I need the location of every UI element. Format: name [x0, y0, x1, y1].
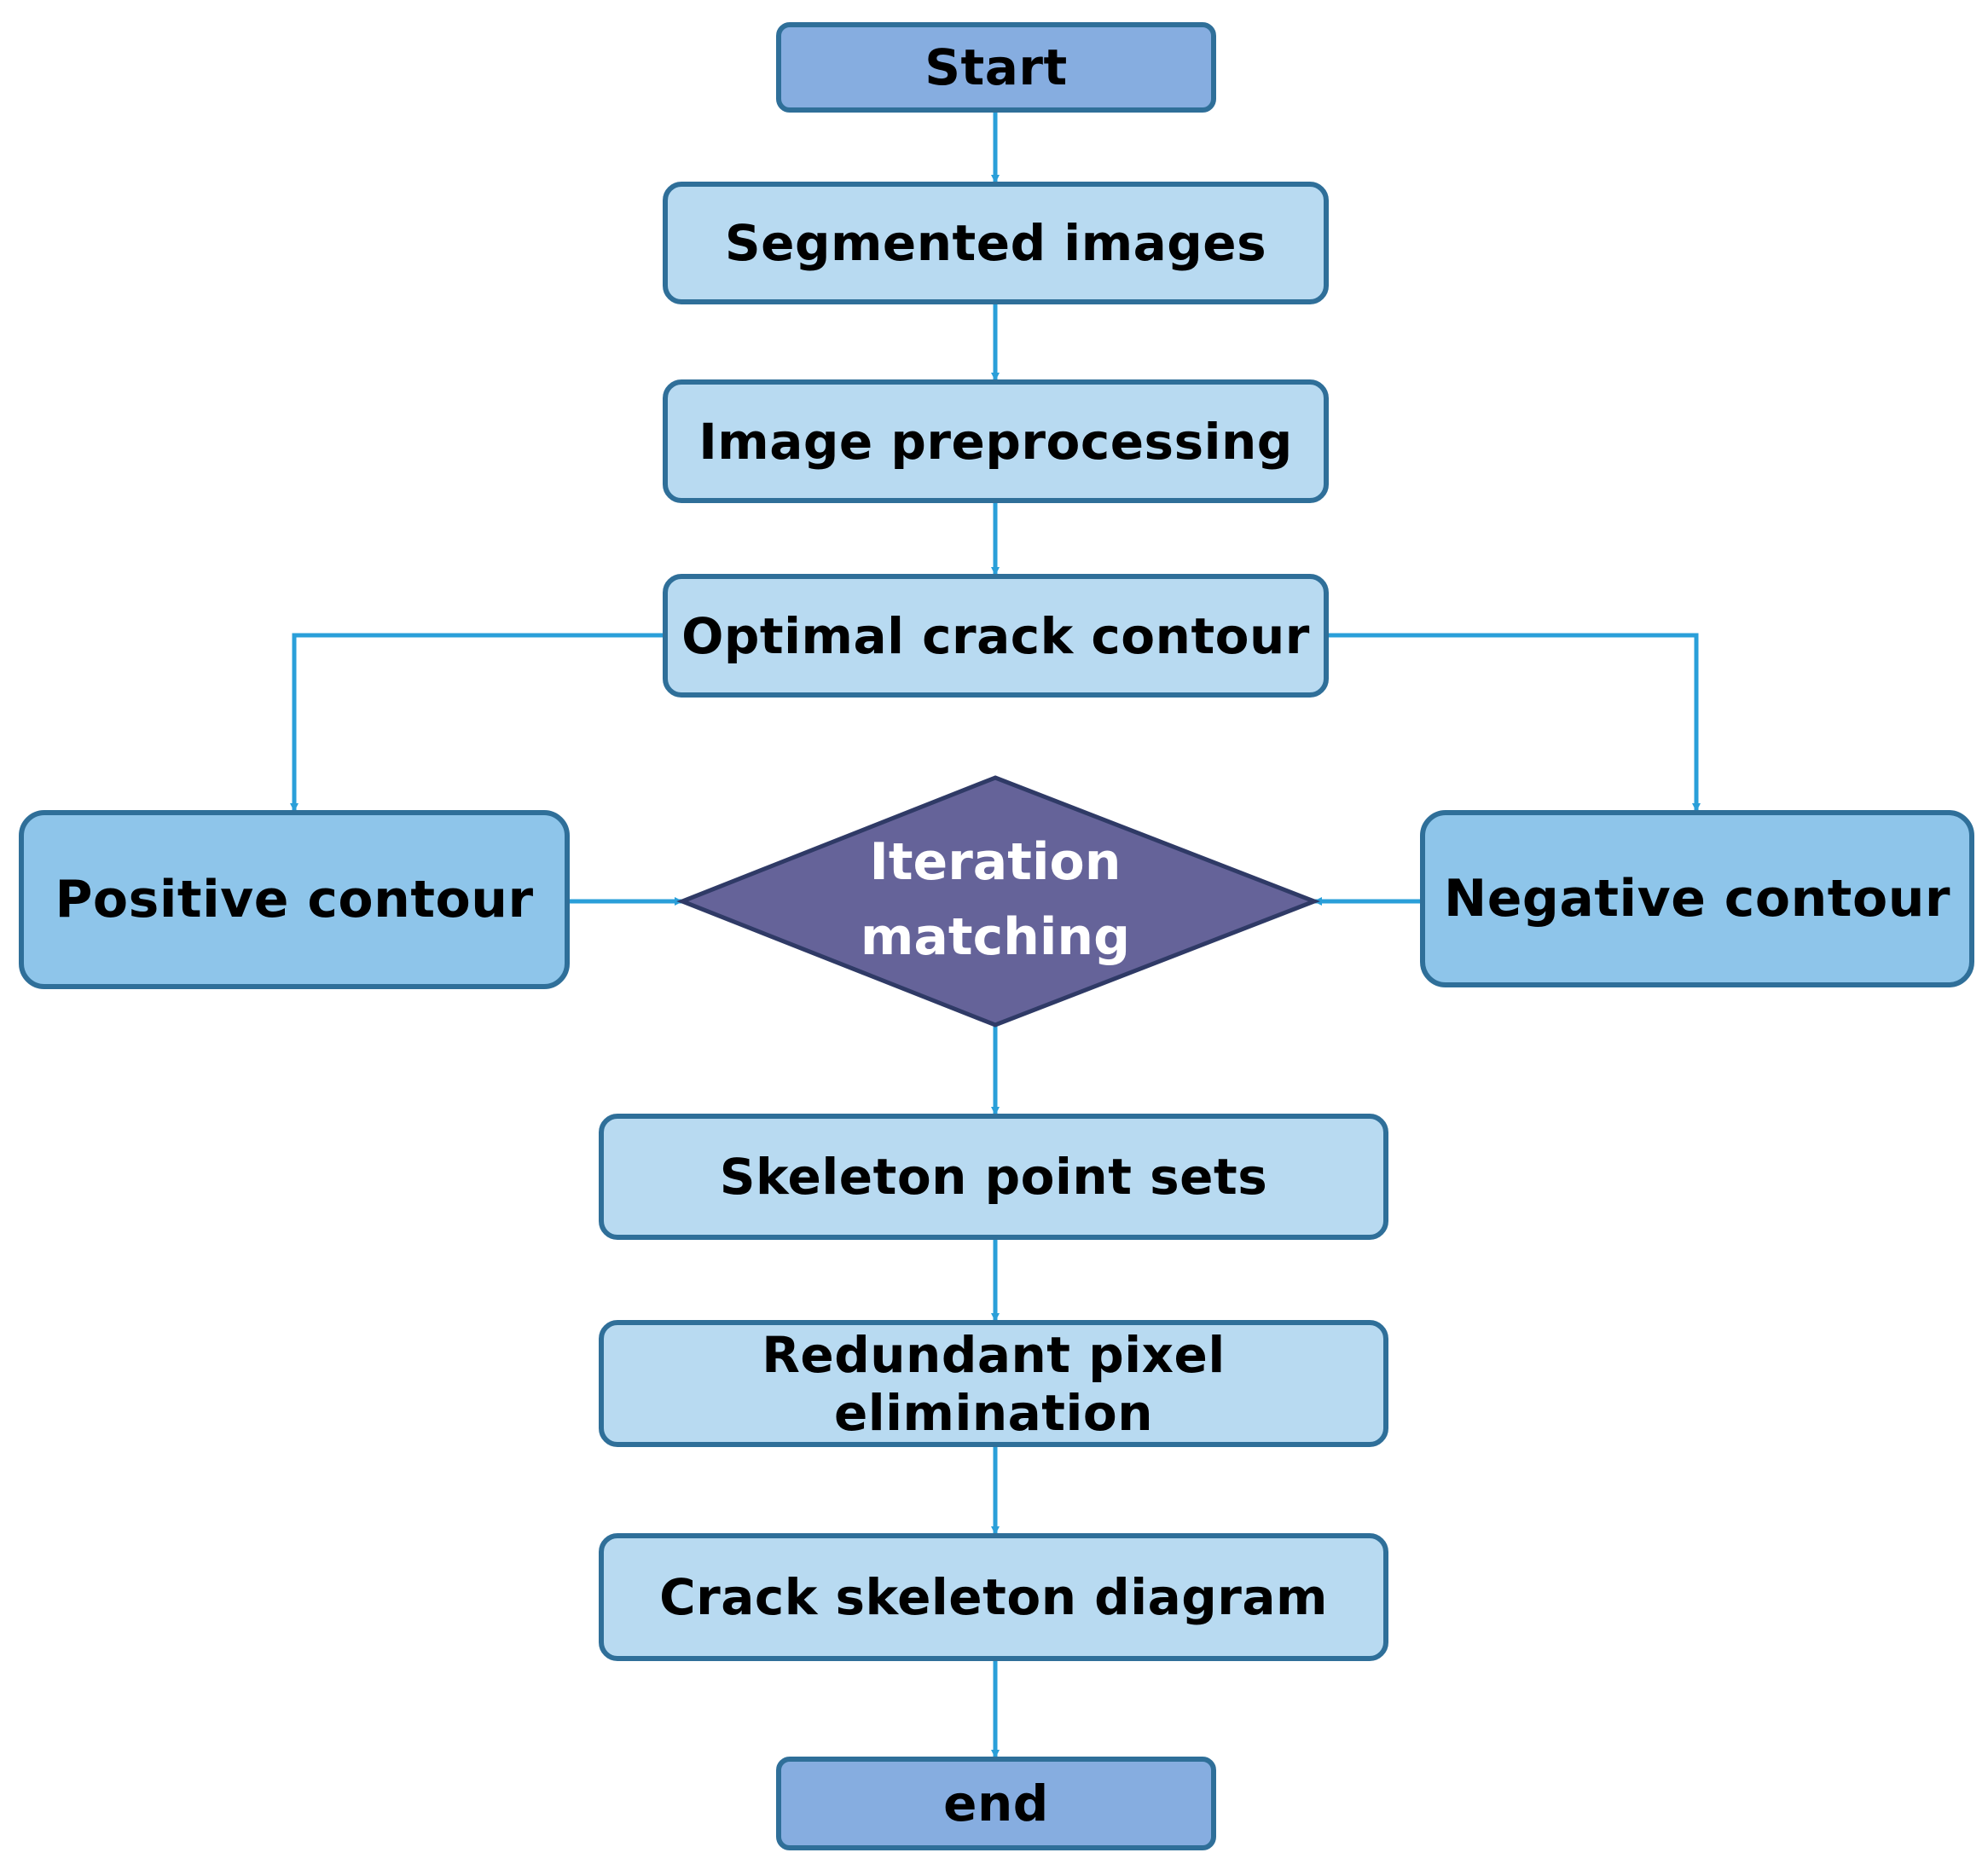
- redundant-pixel-elimination-node: Redundant pixel elimination: [599, 1320, 1388, 1447]
- segmented-images-label: Segmented images: [724, 214, 1267, 272]
- negative-contour-node: Negative contour: [1420, 810, 1974, 987]
- crack-skeleton-diagram-label: Crack skeleton diagram: [659, 1568, 1328, 1626]
- iteration-matching-line1: Iteration: [869, 832, 1122, 892]
- arrow-optimal-to-negative: [1329, 633, 1701, 812]
- negative-contour-label: Negative contour: [1444, 869, 1950, 929]
- skeleton-point-sets-label: Skeleton point sets: [719, 1148, 1268, 1206]
- crack-skeleton-diagram-node: Crack skeleton diagram: [599, 1533, 1388, 1661]
- start-node: Start: [776, 22, 1216, 113]
- redundant-pixel-elimination-label: Redundant pixel elimination: [762, 1325, 1226, 1442]
- segmented-images-node: Segmented images: [663, 182, 1329, 304]
- image-preprocessing-label: Image preprocessing: [698, 412, 1293, 471]
- end-label: end: [943, 1774, 1049, 1832]
- iteration-matching-line2: matching: [860, 907, 1131, 967]
- skeleton-point-sets-node: Skeleton point sets: [599, 1114, 1388, 1240]
- image-preprocessing-node: Image preprocessing: [663, 379, 1329, 503]
- iteration-matching-label: Iteration matching: [768, 819, 1223, 981]
- positive-contour-node: Positive contour: [19, 810, 570, 989]
- optimal-crack-contour-label: Optimal crack contour: [681, 606, 1310, 665]
- positive-contour-label: Positive contour: [55, 870, 534, 929]
- optimal-crack-contour-node: Optimal crack contour: [663, 574, 1329, 698]
- end-node: end: [776, 1757, 1216, 1850]
- start-label: Start: [924, 38, 1068, 96]
- iteration-matching-diamond: [676, 775, 1320, 1028]
- arrow-optimal-to-positive: [290, 633, 663, 812]
